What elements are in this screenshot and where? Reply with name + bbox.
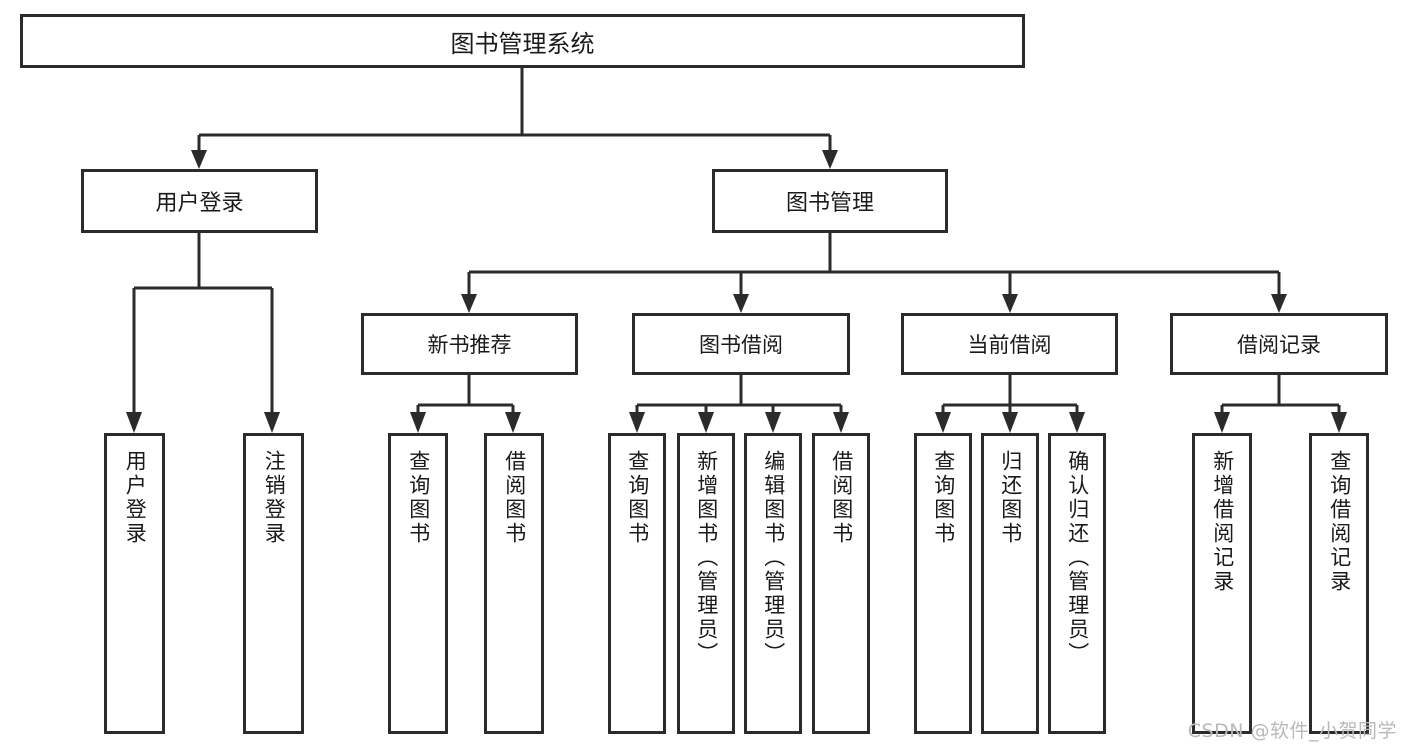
arrowhead-bb-leaf-2 (698, 412, 714, 433)
leaf-confirm-return-admin-label: 确认归还（管理员） (1065, 450, 1090, 666)
leaf-add-borrow-record-label: 新增借阅记录 (1210, 450, 1235, 594)
node-root-label: 图书管理系统 (450, 29, 595, 58)
node-new-book-recommendation-label: 新书推荐 (427, 333, 512, 357)
leaf-add-borrow-record[interactable]: 新增借阅记录 (1192, 433, 1252, 734)
arrowhead-cb-leaf-1 (935, 412, 951, 433)
arrowhead-br-leaf-1 (1214, 412, 1230, 433)
arrowhead-book-manage (822, 150, 838, 169)
node-book-borrow[interactable]: 图书借阅 (632, 313, 850, 375)
arrowhead-cb-leaf-2 (1002, 412, 1018, 433)
node-book-borrow-label: 图书借阅 (699, 333, 783, 357)
arrowhead-book-borrow (733, 294, 749, 313)
leaf-user-login[interactable]: 用户登录 (104, 433, 165, 734)
leaf-borrow-book-borrow-label: 借阅图书 (829, 450, 854, 546)
node-borrow-record-label: 借阅记录 (1237, 333, 1321, 357)
leaf-edit-book-admin[interactable]: 编辑图书（管理员） (744, 433, 802, 734)
node-new-book-recommendation[interactable]: 新书推荐 (361, 313, 578, 375)
node-book-manage[interactable]: 图书管理 (712, 169, 948, 233)
leaf-borrow-book-borrow[interactable]: 借阅图书 (812, 433, 870, 734)
node-user-login-label: 用户登录 (155, 191, 244, 216)
leaf-edit-book-admin-label: 编辑图书（管理员） (761, 450, 786, 666)
node-current-borrow[interactable]: 当前借阅 (901, 313, 1118, 375)
node-borrow-record[interactable]: 借阅记录 (1170, 313, 1388, 375)
node-user-login[interactable]: 用户登录 (81, 169, 318, 233)
leaf-confirm-return-admin[interactable]: 确认归还（管理员） (1048, 433, 1106, 734)
leaf-logout-label: 注销登录 (262, 450, 287, 546)
leaf-query-book-recommendation[interactable]: 查询图书 (388, 433, 448, 734)
leaf-add-book-admin-label: 新增图书（管理员） (694, 450, 719, 666)
arrowhead-br-leaf-2 (1331, 412, 1347, 433)
leaf-query-book-recommendation-label: 查询图书 (406, 450, 431, 546)
leaf-user-login-label: 用户登录 (123, 450, 148, 546)
leaf-query-book-borrow[interactable]: 查询图书 (608, 433, 666, 734)
arrowhead-leaf-logout (264, 412, 280, 433)
node-root[interactable]: 图书管理系统 (20, 14, 1025, 68)
leaf-query-book-current-label: 查询图书 (931, 450, 956, 546)
csdn-watermark: CSDN @软件_小贺同学 (1187, 720, 1397, 742)
arrowhead-bb-leaf-1 (629, 412, 645, 433)
arrowhead-current-borrow (1002, 294, 1018, 313)
arrowhead-user-login (191, 150, 207, 169)
arrowhead-bb-leaf-4 (833, 412, 849, 433)
leaf-borrow-book-recommendation[interactable]: 借阅图书 (484, 433, 544, 734)
leaf-query-book-borrow-label: 查询图书 (625, 450, 650, 546)
leaf-query-borrow-record-label: 查询借阅记录 (1327, 450, 1352, 594)
arrowhead-borrow-record (1271, 294, 1287, 313)
node-current-borrow-label: 当前借阅 (967, 333, 1052, 357)
leaf-query-borrow-record[interactable]: 查询借阅记录 (1309, 433, 1369, 734)
leaf-add-book-admin[interactable]: 新增图书（管理员） (677, 433, 735, 734)
leaf-return-book[interactable]: 归还图书 (981, 433, 1039, 734)
arrowhead-bb-leaf-3 (765, 412, 781, 433)
arrowhead-new-book-rec (461, 294, 477, 313)
arrowhead-nbr-leaf-1 (410, 412, 426, 433)
arrowhead-nbr-leaf-2 (505, 412, 521, 433)
leaf-logout[interactable]: 注销登录 (243, 433, 304, 734)
node-book-manage-label: 图书管理 (785, 191, 874, 216)
leaf-return-book-label: 归还图书 (998, 450, 1023, 546)
arrowhead-cb-leaf-3 (1069, 412, 1085, 433)
leaf-borrow-book-recommendation-label: 借阅图书 (502, 450, 527, 546)
leaf-query-book-current[interactable]: 查询图书 (914, 433, 972, 734)
arrowhead-leaf-user-login (126, 412, 142, 433)
